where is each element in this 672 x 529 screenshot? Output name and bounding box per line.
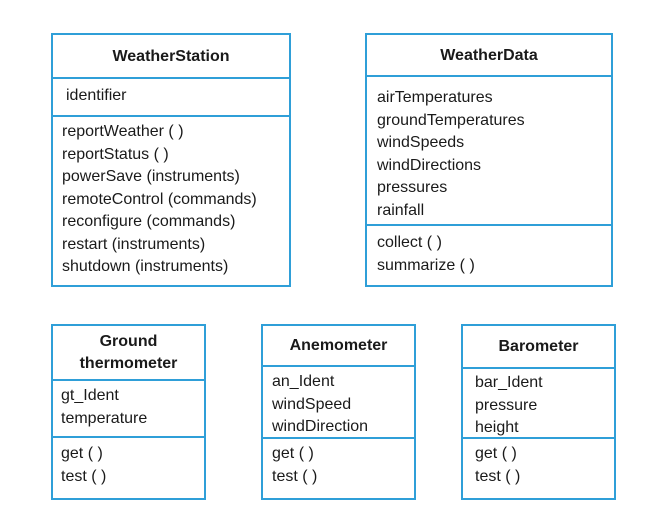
operations-section: get ( ) test ( ) [463,439,614,488]
class-barometer: Barometer bar_Ident pressure height get … [461,324,616,500]
attribute: windDirection [272,418,369,435]
attributes-section: gt_Ident temperature [53,381,204,438]
attributes-section: bar_Ident pressure height [463,369,614,439]
operation: shutdown (instruments) [62,258,229,275]
class-weatherstation: WeatherStation identifier reportWeather … [51,33,291,287]
attribute: airTemperatures [377,89,493,106]
attribute: windSpeeds [377,134,465,151]
operation: test ( ) [61,467,107,485]
attributes-section: airTemperatures groundTemperatures windS… [367,77,611,226]
attribute: height [475,419,519,436]
operations-section: get ( ) test ( ) [263,439,414,488]
operation: summarize ( ) [377,256,475,274]
operation: get ( ) [475,445,517,462]
operation: reportWeather ( ) [62,123,184,140]
attribute: windDirections [377,156,482,174]
attribute: bar_Ident [475,374,543,391]
class-name: WeatherStation [53,35,289,79]
class-name-line: thermometer [79,354,178,372]
attributes-section: an_Ident windSpeed windDirection [263,367,414,439]
class-name: Barometer [463,326,614,369]
attribute: windSpeed [272,395,352,413]
operation: test ( ) [475,467,521,485]
operation: powerSave (instruments) [62,168,240,185]
operation: collect ( ) [377,234,442,251]
attribute: gt_Ident [61,387,119,404]
operations-section: collect ( ) summarize ( ) [367,226,611,277]
attribute: rainfall [377,201,425,219]
operation: remoteControl (commands) [62,190,257,208]
operations-section: get ( ) test ( ) [53,438,204,488]
operation: get ( ) [272,445,314,462]
class-ground-thermometer: Ground thermometer gt_Ident temperature … [51,324,206,500]
attribute: groundTemperatures [377,111,525,129]
operations-section: reportWeather ( ) reportStatus ( ) power… [53,117,289,279]
attribute: pressures [377,179,448,196]
class-name: Ground thermometer [53,326,204,381]
class-name: Anemometer [263,326,414,367]
class-name-line: Ground [99,332,158,350]
attribute: temperature [61,409,148,427]
attribute: identifier [66,87,127,104]
attribute: an_Ident [272,373,335,390]
operation: reportStatus ( ) [62,145,169,163]
class-anemometer: Anemometer an_Ident windSpeed windDirect… [261,324,416,500]
attributes-section: identifier [53,79,289,117]
class-weatherdata: WeatherData airTemperatures groundTemper… [365,33,613,287]
operation: restart (instruments) [62,235,206,253]
class-name: WeatherData [367,35,611,77]
operation: test ( ) [272,467,318,485]
operation: reconfigure (commands) [62,213,236,230]
attribute: pressure [475,396,538,414]
operation: get ( ) [61,445,103,462]
